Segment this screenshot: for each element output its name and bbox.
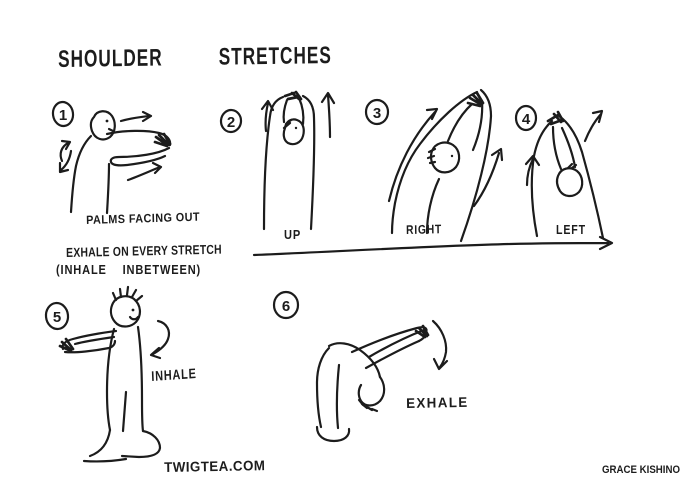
step-3-circle [364, 98, 390, 126]
fig5-body-left [105, 327, 116, 432]
fig5-right-foot [120, 429, 162, 459]
page-title: SHOULDER STRETCHES [58, 42, 332, 73]
figure-6-drawing: 6 [272, 290, 449, 443]
fig3-body-left [390, 90, 479, 235]
fig4-arrow-right-icon [583, 109, 604, 143]
figure-5-drawing: 5 [44, 285, 171, 463]
fig1-head [89, 110, 116, 141]
fig5-left-foot [82, 428, 128, 463]
fig2-inner-arm-left [282, 98, 289, 124]
fig3-eye [450, 154, 454, 158]
fig5-breath-arrow-icon [149, 319, 171, 360]
fig2-body-right [301, 94, 316, 231]
fig4-hair-scribble [566, 162, 578, 170]
step-6-circle [272, 290, 300, 320]
step-2-number: 2 [227, 114, 235, 131]
fig3-hands-scribble [466, 91, 485, 108]
fig2-eye [294, 126, 298, 130]
fig4-body-left [530, 119, 554, 238]
fig4-inner-arm-left [551, 125, 563, 171]
step-4-caption: LEFT [556, 223, 586, 237]
fig5-arm-bottom [63, 339, 117, 354]
instruction-line-2: (INHALE INBETWEEN) [56, 262, 202, 277]
fig1-body-right [105, 162, 111, 215]
fig1-mouth [107, 127, 115, 133]
step-1-circle [51, 100, 75, 128]
fig3-body-right [459, 88, 493, 243]
fig6-head [357, 375, 386, 407]
fig6-face-scribble [357, 398, 379, 413]
fig5-arm-top [61, 329, 118, 351]
fig2-arrow-right-icon [320, 91, 336, 139]
fig6-leg-inner [335, 363, 341, 430]
sequence-arrow-icon [252, 235, 614, 257]
figure-3-drawing: 3 [364, 88, 504, 243]
fig5-hands-scribble [58, 337, 75, 353]
fig2-inner-arm-right [297, 96, 305, 126]
artist-signature: GRACE KISHINO [602, 464, 680, 476]
fig3-inner-arm-left [446, 102, 474, 143]
step-5-circle [44, 301, 70, 331]
step-5-caption: INHALE [151, 364, 197, 384]
step-4-circle [514, 104, 538, 132]
step-4-number: 4 [522, 111, 531, 128]
step-5-number: 5 [53, 309, 61, 326]
fig2-hands-scribble [283, 90, 303, 101]
fig1-rotate-arrow-down-icon [58, 149, 73, 174]
fig2-body-left [262, 95, 285, 231]
fig6-hands-scribble [414, 324, 430, 339]
step-2-circle [219, 108, 243, 134]
fig6-foot [315, 425, 351, 443]
fig2-head [282, 118, 305, 146]
fig4-body-right [557, 114, 605, 240]
fig5-hair-spikes [111, 285, 144, 303]
fig3-head [429, 141, 461, 174]
fig6-arm-lower [364, 339, 421, 370]
fig1-arm-bottom [109, 146, 171, 167]
fig1-body-left [69, 134, 93, 214]
step-1-number: 1 [59, 107, 67, 124]
fig3-hair-scribble [426, 147, 437, 165]
fig4-hands-scribble [546, 110, 565, 126]
figure-1-drawing: 1 [51, 100, 172, 215]
fig1-rotate-arrow-up-icon [59, 139, 72, 163]
fig4-arrow-left-icon [524, 154, 541, 187]
fig1-hands-scribble [153, 132, 172, 148]
website-credit: TWIGTEA.COM [164, 457, 266, 475]
step-3-number: 3 [373, 105, 381, 122]
fig3-arrow-right-icon [472, 147, 504, 208]
fig3-leg-inner [425, 177, 441, 235]
fig1-arrow-top-icon [119, 110, 153, 123]
fig4-head [555, 167, 584, 198]
fig5-head [109, 295, 141, 328]
fig3-arrow-left-icon [387, 107, 439, 203]
step-6-caption: EXHALE [406, 393, 469, 411]
fig5-eye [131, 308, 135, 312]
fig2-arrow-left-icon [260, 99, 275, 133]
step-2-caption: UP [284, 227, 302, 242]
figure-2-drawing: 2 [219, 90, 336, 231]
fig5-body-right [136, 325, 145, 433]
fig2-hair-scribble [282, 118, 293, 130]
fig5-smile [128, 315, 140, 321]
fig5-inner-leg [121, 390, 128, 433]
figure-4-drawing: 4 [514, 104, 605, 240]
fig6-breath-arrow-icon [431, 319, 449, 371]
fig3-inner-arm-right [471, 99, 484, 152]
fig1-eye [105, 119, 109, 123]
fig1-arrow-bottom-icon [126, 161, 163, 182]
fig6-leg-back [315, 346, 331, 429]
step-6-number: 6 [282, 298, 290, 315]
fig5-arm-inner [73, 335, 116, 346]
fig6-back [327, 342, 382, 379]
fig4-inner-arm-right [560, 126, 577, 169]
step-3-caption: RIGHT [406, 222, 443, 237]
